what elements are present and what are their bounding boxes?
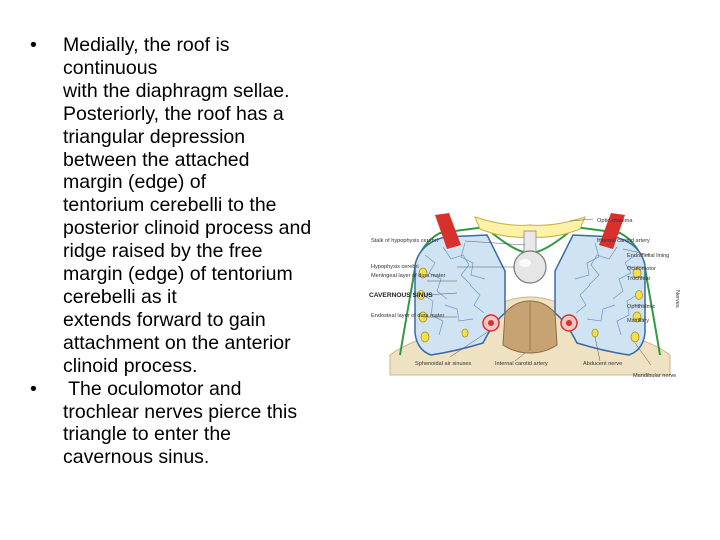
text-line: The oculomotor and bbox=[63, 377, 242, 400]
right-internal-carotid-top bbox=[599, 213, 625, 249]
bullet-item-roof: • Medially, the roof is continuous with … bbox=[30, 34, 370, 378]
label-sphenoidal: Sphenoidal air sinuses bbox=[415, 361, 471, 367]
label-cavernous-sinus: CAVERNOUS SINUS bbox=[369, 292, 433, 299]
label-abducent: Abducent nerve bbox=[583, 361, 622, 367]
label-optic-chiasma: Optic chiasma bbox=[597, 218, 633, 224]
bullet-item-nerves: • The oculomotor and trochlear nerves pi… bbox=[30, 378, 370, 470]
label-meningeal-layer: Meningeal layer of dura mater bbox=[371, 273, 445, 279]
right-nerves bbox=[591, 267, 643, 343]
label-internal-carotid-bottom: Internal carotid artery bbox=[495, 361, 548, 367]
cavernous-sinus-diagram: Optic chiasma Stalk of hypophysis cerebr… bbox=[365, 205, 705, 390]
right-carotid-lumen bbox=[566, 320, 572, 326]
text-line: continuous bbox=[63, 56, 158, 79]
optic-chiasma bbox=[474, 216, 586, 238]
label-trochlear: Trochlear bbox=[627, 276, 651, 282]
left-nerves bbox=[417, 267, 469, 343]
label-endothelial-lining: Endothelial lining bbox=[627, 253, 669, 259]
text-line: triangular depression bbox=[63, 125, 246, 148]
text-line: ridge raised by the free bbox=[63, 240, 263, 263]
text-line: cerebelli as it bbox=[63, 285, 177, 308]
text-line: attachment on the anterior bbox=[63, 331, 291, 354]
text-line: margin (edge) of tentorium bbox=[63, 263, 293, 286]
label-hypophysis: Hypophysis cerebri bbox=[371, 264, 419, 270]
right-sinus-trabeculae bbox=[574, 242, 638, 336]
bullet-icon: • bbox=[30, 377, 37, 400]
left-sinus-trabeculae bbox=[422, 242, 486, 336]
text-line: clinoid process. bbox=[63, 354, 198, 377]
text-line: trochlear nerves pierce this bbox=[63, 400, 298, 423]
text-line: posterior clinoid process and bbox=[63, 217, 312, 240]
left-carotid-lumen bbox=[488, 320, 494, 326]
label-maxillary: Maxillary bbox=[627, 318, 649, 324]
left-internal-carotid-top bbox=[435, 213, 461, 249]
text-line: margin (edge) of bbox=[63, 171, 207, 194]
hypophysis-cerebri bbox=[513, 250, 547, 284]
label-ophthalmic: Ophthalmic bbox=[627, 304, 655, 310]
label-endosteal-layer: Endosteal layer of dura mater bbox=[371, 313, 445, 319]
text-line: Posteriorly, the roof has a bbox=[63, 102, 284, 125]
diagram-svg: Optic chiasma Stalk of hypophysis cerebr… bbox=[369, 213, 680, 379]
hypophysis-highlight bbox=[519, 259, 531, 267]
label-mandibular: Mandibular nerve bbox=[633, 373, 676, 379]
label-nerves: Nerves bbox=[674, 290, 680, 308]
text-line: triangle to enter the bbox=[63, 423, 232, 446]
bullet-icon: • bbox=[30, 34, 37, 56]
leader-lines bbox=[423, 218, 652, 366]
label-internal-carotid-top: Internal carotid artery bbox=[597, 238, 650, 244]
text-line: tentorium cerebelli to the bbox=[63, 194, 277, 217]
bullet-list: • Medially, the roof is continuous with … bbox=[30, 34, 370, 469]
text-line: with the diaphragm sellae. bbox=[63, 79, 290, 102]
text-line: extends forward to gain bbox=[63, 308, 266, 331]
text-line: between the attached bbox=[63, 148, 250, 171]
text-line: cavernous sinus. bbox=[63, 446, 210, 469]
label-stalk: Stalk of hypophysis cerebri bbox=[371, 238, 438, 244]
text-line: Medially, the roof is bbox=[63, 34, 230, 56]
label-oculomotor: Oculomotor bbox=[627, 266, 656, 272]
